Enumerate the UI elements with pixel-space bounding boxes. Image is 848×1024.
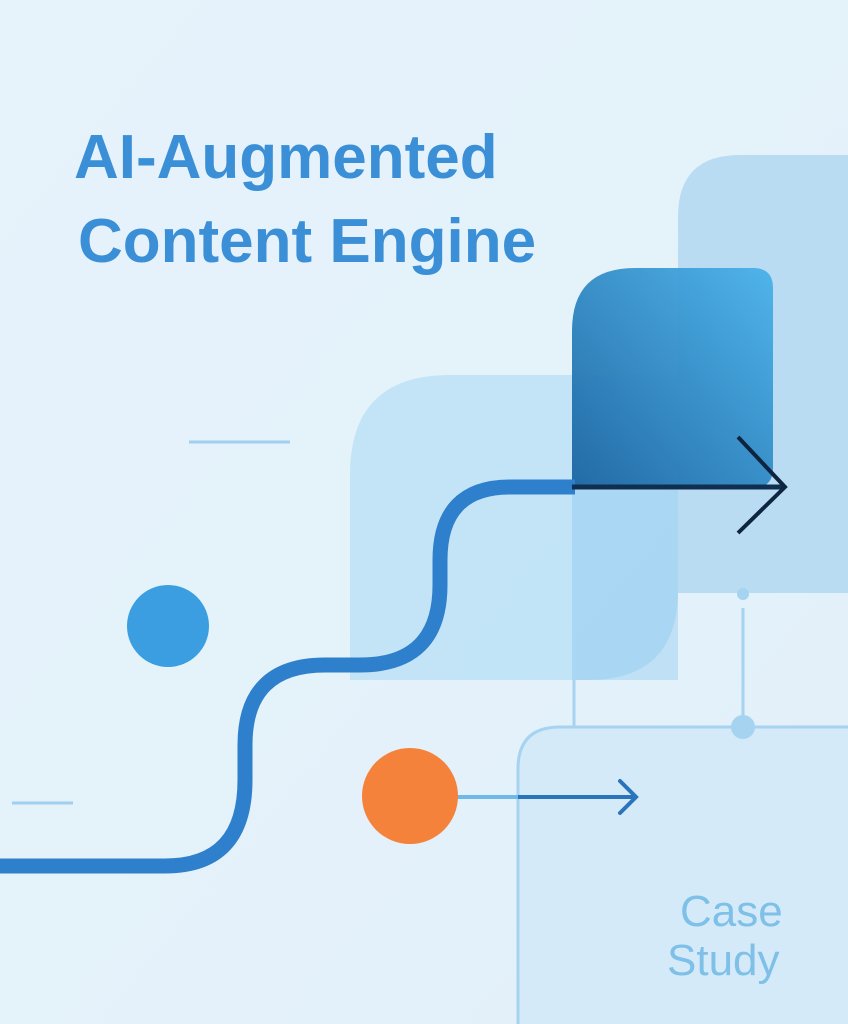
title-line-1: AI-Augmented (74, 123, 498, 192)
flow-path (0, 479, 575, 874)
orange-circle (362, 748, 458, 844)
dark-square-shape (572, 268, 773, 488)
overlap-shape (572, 488, 678, 680)
blue-circle (127, 585, 209, 667)
connector-dot (737, 588, 749, 600)
arrow-right-icon (736, 435, 788, 535)
arrow-right-icon (618, 779, 639, 815)
case-study-card (516, 725, 848, 1024)
badge-line-2: Study (667, 936, 780, 985)
badge-line-1: Case (680, 887, 783, 936)
connector-dot (731, 715, 755, 739)
title-line-2: Content Engine (78, 207, 536, 276)
